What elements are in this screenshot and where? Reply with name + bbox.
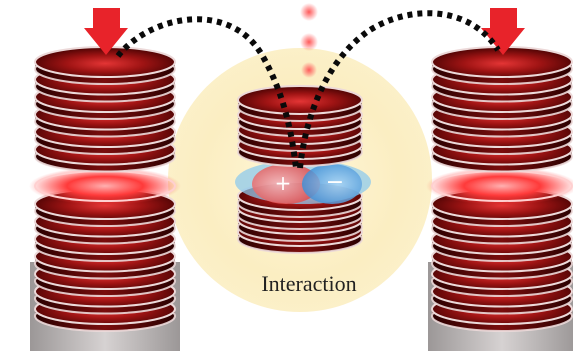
negative-charge-region bbox=[302, 164, 362, 204]
vertical-dots bbox=[300, 3, 318, 78]
negative-charge-symbol: − bbox=[326, 170, 344, 195]
disc-layer bbox=[34, 46, 176, 85]
right-down-arrow bbox=[481, 8, 525, 55]
left-down-arrow bbox=[84, 8, 128, 55]
interface-glow-band bbox=[426, 167, 573, 205]
disc-layer bbox=[237, 85, 363, 122]
interaction-label: Interaction bbox=[261, 271, 356, 296]
center-upper-stack bbox=[237, 85, 363, 167]
left-disc-stack bbox=[29, 46, 181, 332]
interface-glow-band bbox=[29, 167, 181, 205]
charge-layer: + − bbox=[235, 160, 371, 204]
disc-layer bbox=[431, 46, 573, 85]
positive-charge-symbol: + bbox=[275, 171, 292, 195]
positive-charge-region bbox=[252, 164, 320, 204]
right-disc-stack bbox=[426, 46, 573, 332]
left-dotted-arc bbox=[115, 16, 299, 169]
